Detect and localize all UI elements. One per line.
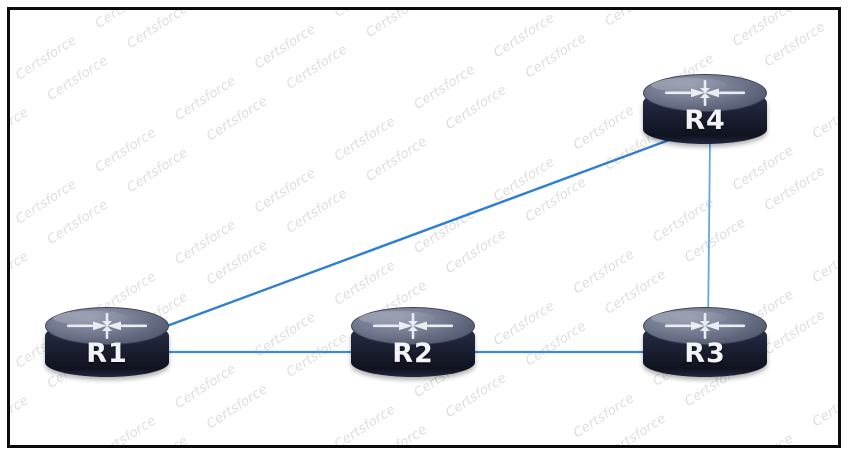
router-label: R2: [392, 338, 434, 369]
link-r4-r3: [707, 139, 711, 331]
router-arrows-icon-wrap: [369, 311, 457, 341]
router-arrows-icon: [67, 313, 147, 339]
link-r1-r4: [146, 131, 690, 335]
router-label: R3: [684, 338, 726, 369]
router-arrows-icon: [665, 80, 745, 106]
router-arrows-icon-wrap: [661, 311, 749, 341]
router-arrows-icon-wrap: [63, 311, 151, 341]
router-label: R4: [684, 105, 726, 136]
router-r1[interactable]: R1: [45, 307, 169, 379]
router-label: R1: [86, 338, 128, 369]
router-arrows-icon: [665, 313, 745, 339]
router-r3[interactable]: R3: [643, 307, 767, 379]
router-r2[interactable]: R2: [351, 307, 475, 379]
router-arrows-icon-wrap: [661, 78, 749, 108]
network-links-layer: [146, 131, 711, 354]
router-r4[interactable]: R4: [643, 74, 767, 146]
network-nodes-layer: R1 R2 R3 R4: [10, 10, 838, 445]
router-top-face: [643, 74, 767, 112]
router-arrows-icon: [373, 313, 453, 339]
watermark-text: Certsforce: [635, 446, 754, 448]
